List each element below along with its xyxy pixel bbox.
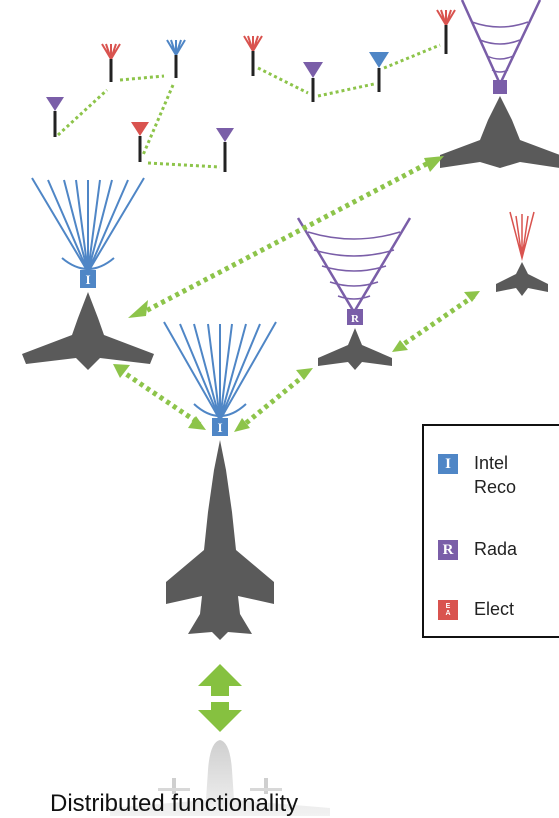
up-arrow [198, 664, 242, 696]
diagram-caption: Distributed functionality [50, 790, 299, 817]
svg-text:I: I [85, 272, 90, 287]
sensor-ea-1 [101, 43, 121, 82]
legend-item-intel: I Intel Reco [438, 453, 517, 499]
intel-node-badge-center [212, 418, 228, 436]
svg-text:I: I [217, 420, 222, 435]
radar-badge-icon: R [438, 540, 458, 560]
command-aircraft [110, 740, 330, 816]
down-arrow [198, 702, 242, 732]
network-links [118, 157, 476, 430]
drone-ea-right [496, 211, 548, 296]
radar-node-badge-top [493, 80, 507, 94]
svg-text:R: R [351, 313, 360, 325]
link-fighter-to-radar-drone [238, 372, 308, 430]
ea-badge-top-letter: E [445, 603, 451, 610]
legend-label-ea: Elect [474, 599, 515, 619]
intel-badge-icon: I [438, 454, 458, 474]
sensor-intel-2 [369, 52, 389, 92]
ground-sensors [46, 9, 456, 172]
legend-item-ea: E A Elect [438, 599, 515, 621]
fighter-intel-center: I [163, 321, 277, 640]
ea-badge-icon: E A [438, 600, 458, 620]
radar-node-badge-center [347, 309, 363, 325]
drone-radar-top [440, 0, 559, 168]
intel-node-badge-left [80, 270, 96, 288]
link-radar-drone-to-ea-drone [396, 293, 476, 351]
sensor-radar-1 [46, 97, 64, 137]
link-arrowheads [113, 156, 480, 432]
link-left-drone-to-fighter [118, 367, 202, 427]
legend-label-radar: Rada [474, 539, 518, 559]
sensor-radar-2 [216, 128, 234, 172]
sensor-radar-3 [303, 62, 323, 102]
sensor-ea-2 [131, 122, 149, 162]
ea-badge-bottom-letter: A [445, 610, 451, 617]
legend-label-intel: Intel Reco [474, 453, 517, 497]
uplink-arrows [198, 664, 242, 732]
drone-intel-left: I [22, 177, 154, 370]
sensor-ea-4 [436, 9, 456, 54]
legend-box: I Intel Reco R Rada E A Elect [422, 424, 559, 638]
legend-item-radar: R Rada [438, 539, 518, 561]
link-left-drone-to-top-drone [138, 157, 436, 317]
sensor-ea-3 [243, 35, 263, 76]
sensor-links [56, 43, 441, 169]
sensor-intel-1 [166, 39, 186, 78]
drone-radar-center: R [296, 217, 412, 370]
